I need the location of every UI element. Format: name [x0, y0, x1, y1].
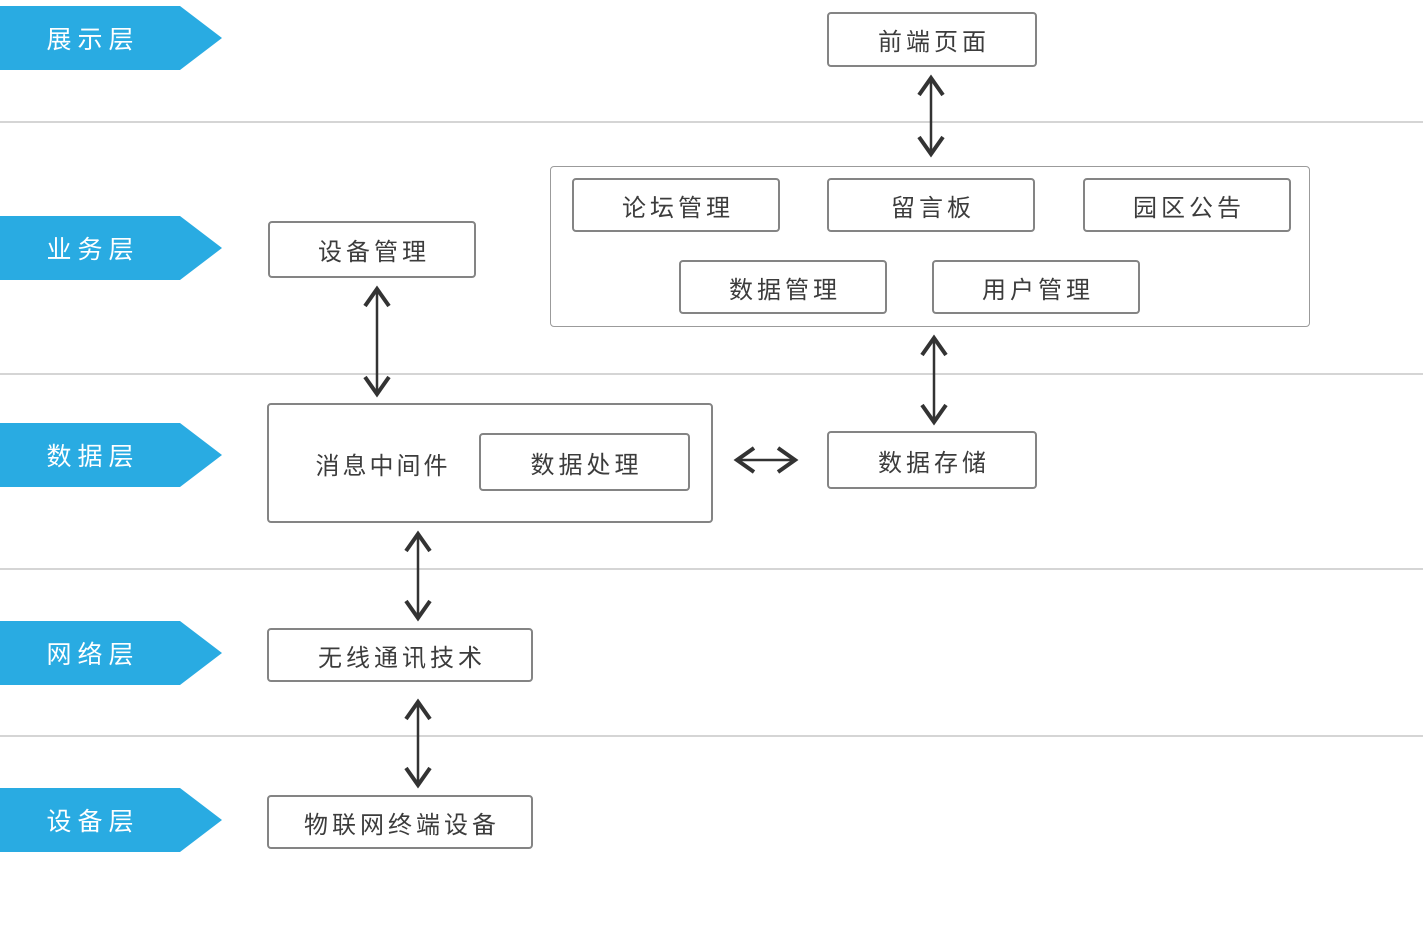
layer-tag-presentation: 展示层 [0, 6, 222, 70]
node-message-middleware: 消息中间件 [315, 452, 451, 480]
layer-tag-data-label: 数据层 [46, 443, 140, 471]
node-wireless-communication: 无线通讯技术 [267, 628, 533, 682]
node-data-processing: 数据处理 [479, 433, 690, 491]
node-park-announcement: 园区公告 [1083, 178, 1291, 232]
layer-divider-1 [0, 121, 1423, 123]
layer-tag-device-label: 设备层 [46, 808, 140, 836]
layer-tag-business: 业务层 [0, 216, 222, 280]
edge-middleware-wireless [404, 530, 432, 622]
edge-data-processing-data-storage [733, 446, 799, 474]
layer-divider-3 [0, 568, 1423, 570]
edge-front-page-business-group [917, 74, 945, 158]
layer-tag-device: 设备层 [0, 788, 222, 852]
layer-tag-data: 数据层 [0, 423, 222, 487]
node-user-management: 用户管理 [932, 260, 1140, 314]
middleware-box: 消息中间件 数据处理 [267, 403, 713, 523]
node-forum-management: 论坛管理 [572, 178, 780, 232]
edge-wireless-iot-terminal [404, 698, 432, 789]
edge-business-group-data-storage [920, 334, 948, 426]
layer-divider-4 [0, 735, 1423, 737]
node-data-storage: 数据存储 [827, 431, 1037, 489]
layer-tag-presentation-label: 展示层 [46, 26, 140, 54]
layer-tag-business-label: 业务层 [46, 236, 140, 264]
node-iot-terminal-device: 物联网终端设备 [267, 795, 533, 849]
node-data-management: 数据管理 [679, 260, 887, 314]
node-device-management: 设备管理 [268, 221, 476, 278]
node-front-page: 前端页面 [827, 12, 1037, 67]
layer-divider-2 [0, 373, 1423, 375]
edge-device-mgmt-middleware [363, 285, 391, 398]
layer-tag-network-label: 网络层 [46, 641, 140, 669]
node-message-board: 留言板 [827, 178, 1035, 232]
layer-tag-network: 网络层 [0, 621, 222, 685]
